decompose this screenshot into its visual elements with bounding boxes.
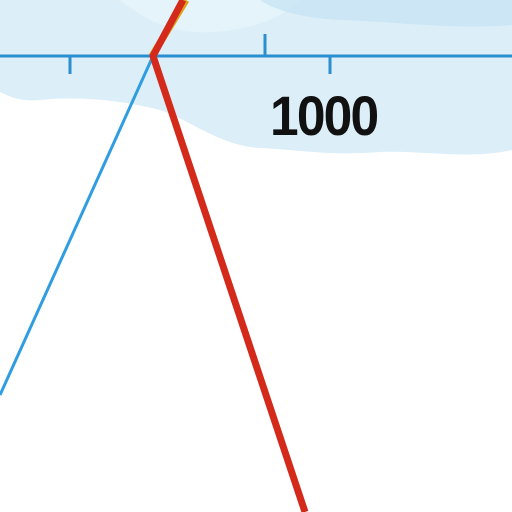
water-area-highlight	[120, 0, 300, 33]
water-area-upper-right	[260, 0, 512, 27]
water-area	[0, 0, 512, 155]
route-primary	[149, 0, 309, 512]
scale-bar-label: 1000	[270, 84, 379, 147]
route-secondary	[0, 55, 155, 396]
